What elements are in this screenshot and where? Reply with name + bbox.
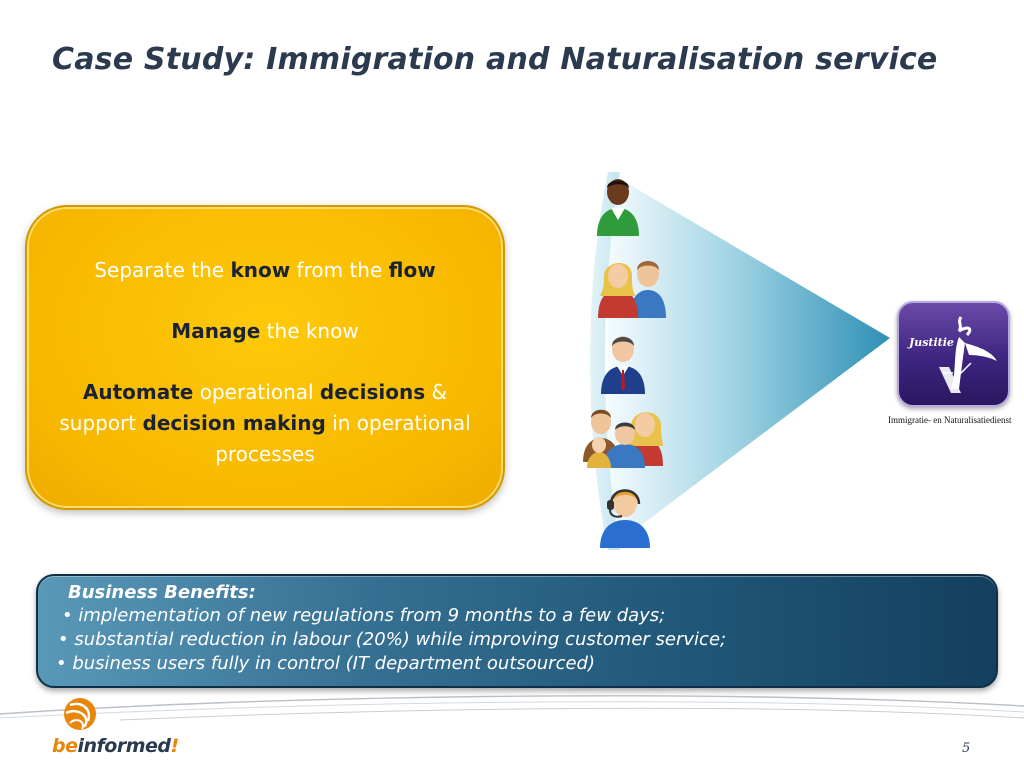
benefits-title: Business Benefits: xyxy=(68,582,256,603)
brand-informed: informed xyxy=(77,735,172,757)
principle-separate: Separate the know from the flow xyxy=(57,255,473,286)
brand-exclaim: ! xyxy=(170,735,180,757)
benefit-item: • implementation of new regulations from… xyxy=(62,605,666,626)
keyword-manage: Manage xyxy=(171,319,261,343)
couple-icon xyxy=(598,261,666,318)
page-title: Case Study: Immigration and Naturalisati… xyxy=(52,42,938,77)
justitie-word: Justitie xyxy=(909,336,954,349)
principles-box: Separate the know from the flow Manage t… xyxy=(25,205,505,510)
footer-swoosh xyxy=(0,695,1024,721)
page-number: 5 xyxy=(962,741,971,756)
brand-wordmark: beinformed! xyxy=(52,735,179,757)
principle-text: from the xyxy=(290,258,389,282)
keyword-decisions: decisions xyxy=(319,380,426,404)
keyword-know: know xyxy=(230,258,291,282)
benefit-item: • substantial reduction in labour (20%) … xyxy=(58,629,727,650)
headset-agent-icon xyxy=(600,489,650,548)
keyword-flow: flow xyxy=(388,258,436,282)
person-icon xyxy=(597,179,639,236)
business-benefits-box: Business Benefits: • implementation of n… xyxy=(36,574,998,688)
family-icon xyxy=(583,409,663,468)
brand-be: be xyxy=(52,735,78,757)
businessman-icon xyxy=(601,336,645,394)
principle-text: operational xyxy=(193,380,320,404)
principle-text: Separate the xyxy=(94,258,231,282)
principle-text: in operational processes xyxy=(215,411,471,466)
justitie-logo-icon: Justitie xyxy=(897,301,1010,407)
principle-automate: Automate operational decisions & support… xyxy=(57,377,473,470)
principle-manage: Manage the know xyxy=(57,316,473,347)
beinformed-logo-icon xyxy=(64,698,96,730)
principle-text: & support xyxy=(59,380,448,435)
justitia-figure xyxy=(939,316,997,393)
benefit-item: • business users fully in control (IT de… xyxy=(56,653,595,674)
justitie-caption: Immigratie- en Naturalisatiedienst xyxy=(888,415,1012,425)
principle-text: the know xyxy=(260,319,359,343)
keyword-decision-making: decision making xyxy=(142,411,326,435)
keyword-automate: Automate xyxy=(82,380,194,404)
